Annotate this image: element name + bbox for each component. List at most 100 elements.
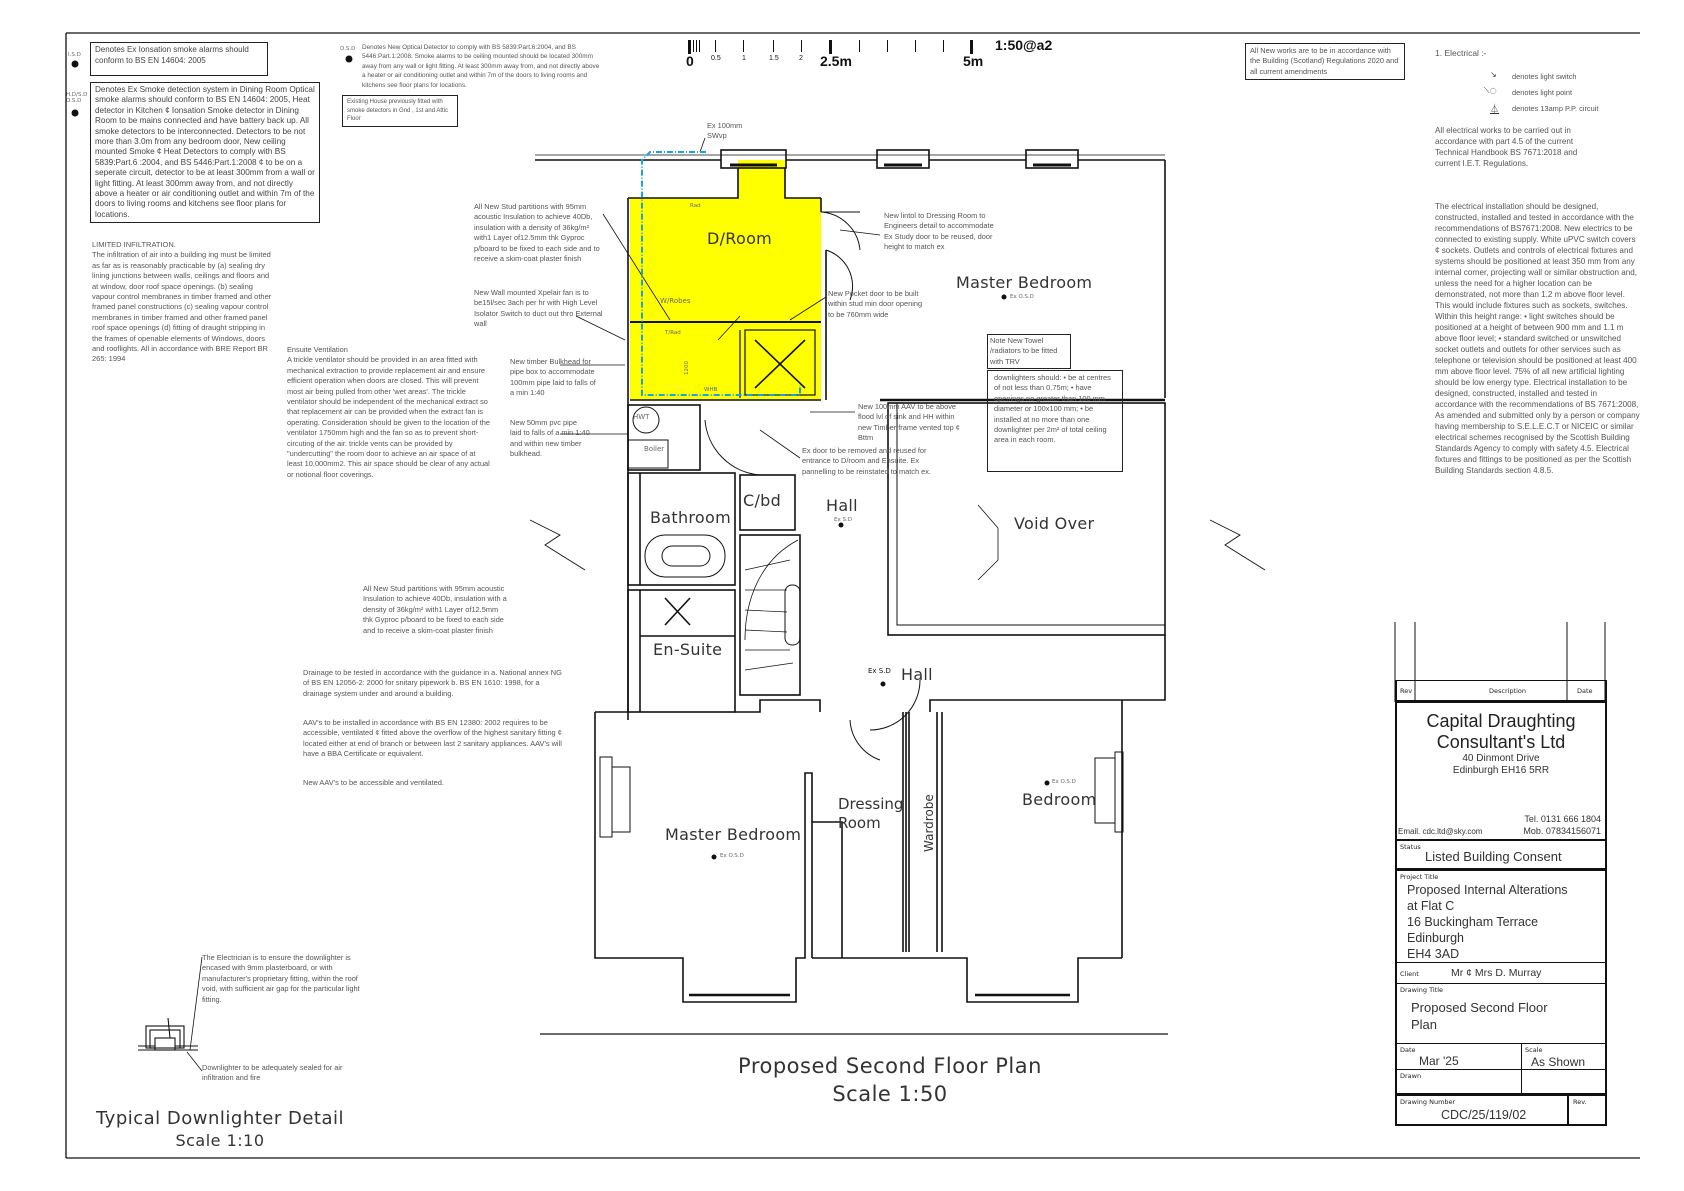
hwt-label: HWT [633, 413, 650, 421]
date-value: Mar '25 [1419, 1054, 1459, 1068]
hosd-symbol-label: H.D/S.D O.S.D [66, 92, 88, 104]
rad-label: Rad [690, 203, 701, 209]
company-email: Email. cdc.ltd@sky.com [1398, 827, 1483, 836]
scale-tick-5m: 5m [963, 53, 984, 69]
company-tel: Tel. 0131 666 1804 [1524, 814, 1601, 824]
drawing-title-row: Drawing Title Proposed Second Floor Plan [1397, 984, 1605, 1044]
scale-label: Scale [1525, 1046, 1543, 1054]
revision-header: Rev Description Date [1397, 681, 1605, 703]
whb-label: WHB [704, 387, 718, 393]
ventilation-title: Ensuite Ventilation [287, 345, 348, 354]
client-value: Mr ¢ Mrs D. Murray [1451, 967, 1542, 979]
legend-socket: ⏃denotes 13amp P.P. circuit [1490, 102, 1640, 118]
room-label-droom: D/Room [707, 229, 773, 248]
room-label-cbd: C/bd [743, 491, 782, 510]
scale-ratio: 1:50@a2 [995, 37, 1053, 53]
room-label-hall-1: Hall [826, 496, 858, 515]
osd-label-bedroom: Ex O.S.D [1052, 779, 1076, 785]
downlighter-detail-scale: Scale 1:10 [175, 1131, 265, 1150]
drawing-number-value: CDC/25/119/02 [1441, 1108, 1527, 1122]
drawn-row: Drawn [1397, 1070, 1605, 1096]
regulations-note: All New works are to be in accordance wi… [1245, 43, 1405, 81]
electrical-para-2: The electrical installation should be de… [1435, 202, 1640, 475]
description-header: Description [1489, 687, 1527, 695]
project-line: Edinburgh [1407, 931, 1464, 945]
project-line: Proposed Internal Alterations [1407, 883, 1568, 897]
light-point-icon: ⟍◌ [1484, 86, 1497, 95]
company-block: Capital Draughting Consultant's Ltd 40 D… [1397, 703, 1605, 841]
status-row: Status Listed Building Consent [1397, 841, 1605, 871]
boiler-label: Boiler [644, 445, 665, 453]
company-name: Capital Draughting Consultant's Ltd [1426, 711, 1576, 752]
project-title-label: Project Title [1400, 873, 1439, 881]
client-row: Client Mr ¢ Mrs D. Murray [1397, 963, 1605, 984]
status-value: Listed Building Consent [1425, 849, 1562, 864]
drainage-note: Drainage to be tested in accordance with… [303, 668, 562, 698]
scale-tick-1-5: 1.5 [769, 55, 779, 62]
light-switch-label: denotes light switch [1512, 72, 1577, 81]
status-label: Status [1400, 843, 1421, 851]
scale-tick-0: 0 [686, 53, 694, 69]
room-label-wardrobe: Wardrobe [922, 794, 936, 852]
light-point-label: denotes light point [1512, 88, 1572, 97]
light-switch-icon: ↘ [1490, 70, 1497, 79]
date-scale-row: Date Mar '25 Scale As Shown [1397, 1044, 1605, 1070]
drawing-title-value: Proposed Second Floor Plan [1411, 999, 1548, 1033]
dimension-1200: 1200 [684, 361, 690, 375]
company-address-1: 40 Dinmont Drive [1462, 753, 1540, 764]
drawing-title-line: Proposed Second Floor [1411, 1000, 1548, 1015]
downlighter-detail-title: Typical Downlighter Detail [95, 1108, 345, 1129]
existing-house-note: Existing House previously fitted with sm… [342, 95, 458, 127]
drawing-number-row: Drawing Number CDC/25/119/02 Rev. [1397, 1096, 1605, 1124]
isd-symbol-label: I.S.D [68, 52, 81, 58]
client-label: Client [1400, 970, 1419, 978]
pocket-door-note: New Pocket door to be built within stud … [828, 289, 923, 319]
room-label-hall-2: Hall [901, 665, 933, 684]
droom-highlight [630, 160, 821, 400]
drawn-label: Drawn [1400, 1072, 1422, 1080]
osd-label-master-top: Ex O.S.D [1010, 294, 1034, 300]
scale-tick-2: 2 [799, 55, 803, 62]
ensuite-ventilation-note: Ensuite Ventilation A trickle ventilator… [287, 345, 492, 480]
electrical-heading: 1. Electrical :- [1435, 48, 1487, 58]
osd-symbol-label: O.S.D [340, 46, 356, 52]
rev-header: Rev [1400, 687, 1413, 695]
project-line: 16 Buckingham Terrace [1407, 915, 1539, 929]
xpelair-fan-note: New Wall mounted Xpelair fan is to be15l… [474, 288, 603, 329]
project-line: at Flat C [1407, 899, 1455, 913]
walls [186, 137, 1266, 1072]
drawing-rev-label: Rev. [1573, 1098, 1587, 1106]
room-label-bathroom: Bathroom [650, 508, 731, 527]
downlighter-note-1: The Electrician is to ensure the downlig… [202, 953, 360, 1004]
legend-light-switch: ↘ denotes light switch [1490, 70, 1640, 86]
drawn-cell: Drawn [1397, 1070, 1522, 1093]
scale-bar-graphic [688, 40, 973, 54]
aav-install-note: AAV's to be installed in accordance with… [303, 718, 562, 759]
stud-partitions-note-2: All New Stud partitions with 95mm acoust… [363, 584, 507, 635]
room-label-master-bedroom-bottom: Master Bedroom [665, 825, 802, 844]
trad-label: T/Rad [665, 330, 681, 336]
ex-door-note: Ex door to be removed and reused for ent… [802, 446, 932, 476]
scale-tick-0-5: 0.5 [711, 55, 721, 62]
drawing-title-label: Drawing Title [1400, 986, 1444, 994]
sd-label-hall-2: Ex S.D [868, 667, 891, 675]
company-mob: Mob. 07834156071 [1523, 826, 1601, 836]
project-title-value: Proposed Internal Alterations at Flat C … [1407, 882, 1568, 962]
svp-note: Ex 100mm SWvp [707, 121, 743, 141]
scale-tick-1: 1 [742, 55, 746, 62]
detector-symbols [71, 55, 1050, 860]
pvc-pipe-note: New 50mm pvc pipe laid to falls of a min… [510, 418, 590, 459]
lintol-note: New lintol to Dressing Room to Engineers… [884, 211, 994, 252]
date-cell: Date Mar '25 [1397, 1044, 1522, 1069]
aav-access-note: New AAV's to be accessible and ventilate… [303, 778, 444, 787]
downlighters-note: downlighters should: • be at centres of … [987, 370, 1123, 472]
infiltration-body: The infiltration of air into a building … [92, 250, 272, 364]
bulkhead-note: New timber Bulkhead for pipe box to acco… [510, 357, 596, 398]
socket-label: denotes 13amp P.P. circuit [1512, 104, 1599, 113]
trv-note: Note New Towel /radiators to be fitted w… [987, 334, 1071, 370]
ventilation-body: A trickle ventilator should be provided … [287, 355, 490, 479]
legend-light-point: ⟍◌ denotes light point [1484, 86, 1640, 102]
title-block: Rev Description Date Capital Draughting … [1395, 680, 1607, 1126]
room-label-void-over: Void Over [1014, 514, 1095, 533]
date-header: Date [1577, 687, 1593, 695]
